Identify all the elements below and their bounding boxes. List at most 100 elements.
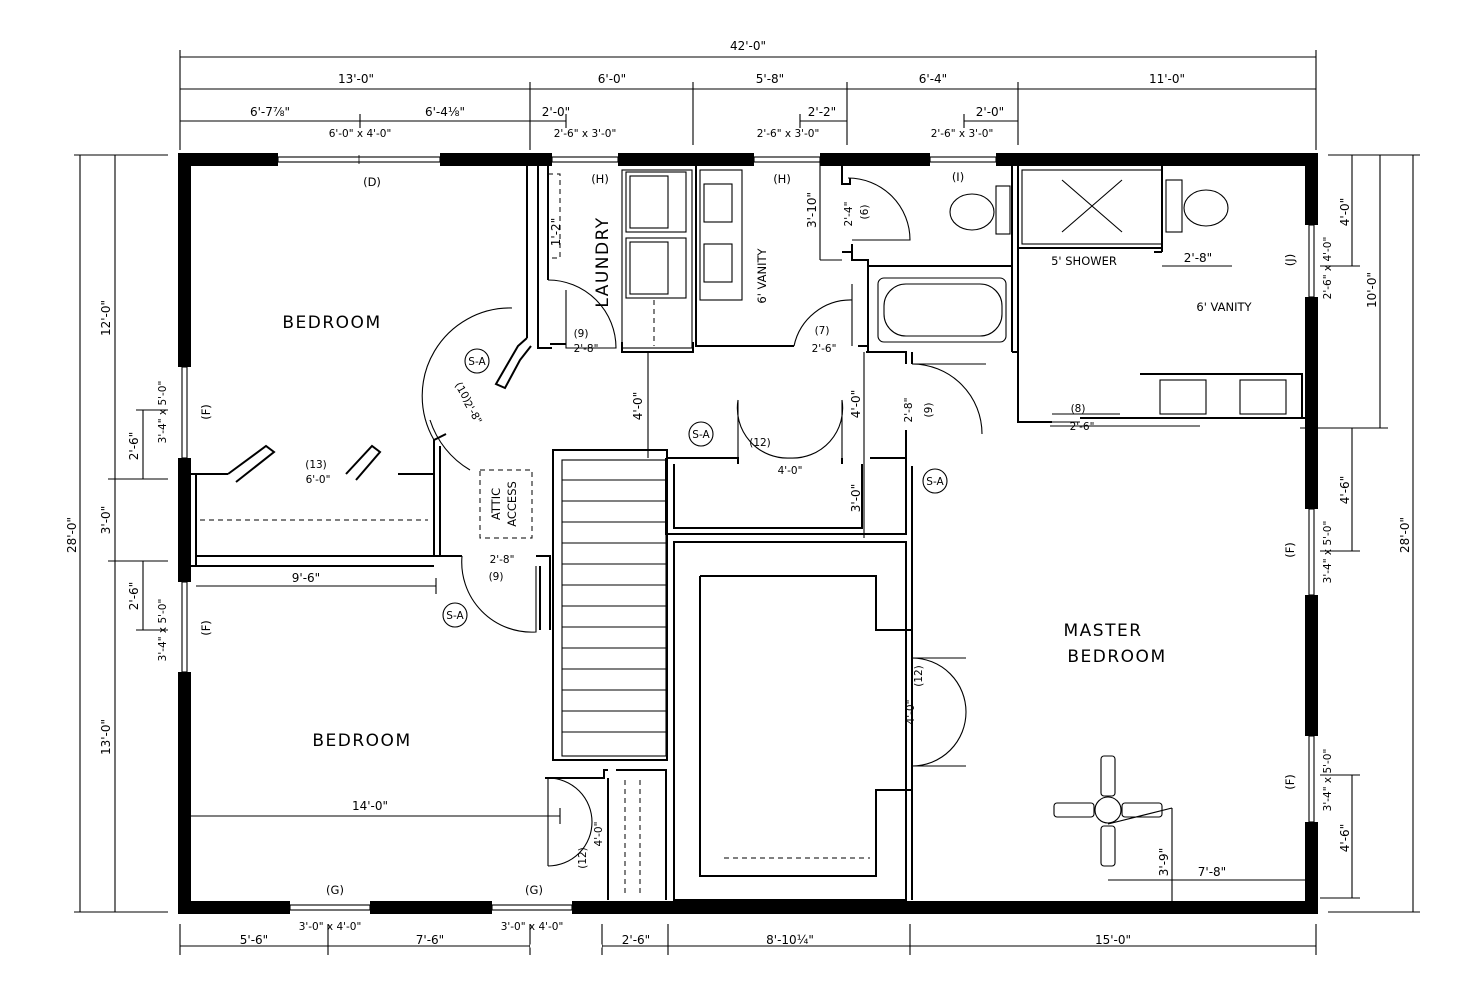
tag-h1: (H) [591, 172, 609, 186]
dim-fan-x: 7'-8" [1198, 865, 1226, 879]
dim-top2-3: 2'-0" [542, 105, 570, 119]
right-dimensions [1300, 154, 1420, 913]
room-laundry: LAUNDRY [593, 216, 613, 307]
dim-top-1: 13'-0" [338, 72, 374, 86]
window-size-right-1: 2'-6" x 4'-0" [1322, 237, 1334, 300]
dim-bottom-5: 15'-0" [1095, 933, 1131, 947]
dim-right-4: 4'-6" [1338, 824, 1352, 852]
tag-d: (D) [363, 175, 381, 189]
dim-double-door: 4'-0" [778, 465, 803, 477]
room-bedroom-top: BEDROOM [282, 313, 381, 333]
room-bedroom-bottom: BEDROOM [312, 731, 411, 751]
dim-bath-hall: 4'-0" [849, 390, 863, 418]
tag-g1: (G) [326, 883, 344, 897]
label-vanity-hall: 6' VANITY [755, 247, 769, 303]
door-7-tag: (7) [815, 325, 830, 337]
tag-f3: (F) [1283, 542, 1297, 558]
left-dimensions [74, 154, 168, 913]
room-master-line2: BEDROOM [1067, 647, 1166, 667]
exterior-walls [178, 153, 1318, 914]
door-8-size: 2'-6" [1070, 421, 1095, 433]
door-6-size: 2'-4" [843, 202, 855, 227]
door-12-hall-tag: (12) [749, 437, 771, 449]
door-8-tag: (8) [1071, 403, 1086, 415]
interior-walls [191, 166, 1305, 901]
door-9-attic-tag: (9) [489, 571, 504, 583]
door-13-size: 6'-0" [306, 474, 331, 486]
tag-i: (I) [952, 170, 964, 184]
door-9-laundry-size: 2'-8" [574, 343, 599, 355]
dim-top-2: 6'-0" [598, 72, 626, 86]
room-attic-line1: ATTIC [489, 488, 503, 520]
dim-left-1: 12'-0" [99, 300, 113, 336]
dim-left-3: 13'-0" [99, 719, 113, 755]
bottom-dimensions [179, 924, 1317, 955]
dim-bottom-3: 2'-6" [622, 933, 650, 947]
label-shower: 5' SHOWER [1051, 254, 1117, 268]
smoke-alarm-icon [442, 348, 948, 628]
dim-fan-y: 3'-9" [1157, 848, 1171, 876]
door-12-stair-tag: (12) [577, 847, 589, 869]
room-attic-line2: ACCESS [505, 481, 519, 527]
dim-top2-2: 6'-4⅛" [425, 105, 465, 119]
dim-right-outer: 28'-0" [1398, 517, 1412, 553]
tag-f1: (F) [199, 404, 213, 420]
dim-hall-depth: 4'-0" [631, 392, 645, 420]
dim-bottom-1: 5'-6" [240, 933, 268, 947]
tag-j: (J) [1283, 254, 1297, 266]
dim-bottom-4: 8'-10¼" [766, 933, 814, 947]
tag-h2: (H) [773, 172, 791, 186]
door-9-laundry-tag: (9) [574, 328, 589, 340]
dim-bottom-2: 7'-6" [416, 933, 444, 947]
ceiling-fan-icon [1053, 755, 1173, 867]
door-10-size: 2'-8" [461, 399, 484, 427]
dim-left-2: 3'-0" [99, 506, 113, 534]
window-size-top-4: 2'-6" x 3'-0" [931, 128, 994, 140]
window-size-left-1: 3'-4" x 5'-0" [157, 381, 169, 444]
window-size-top-3: 2'-6" x 3'-0" [757, 128, 820, 140]
door-swings [421, 177, 1120, 867]
label-vanity-master: 6' VANITY [1196, 300, 1252, 314]
smoke-alarm-label-3: S-A [926, 476, 944, 488]
dim-top2-5: 2'-0" [976, 105, 1004, 119]
smoke-alarm-label-1: S-A [468, 356, 486, 368]
dim-right-2: 10'-0" [1365, 272, 1379, 308]
dim-right-1: 4'-0" [1338, 198, 1352, 226]
dim-left-win-1: 2'-6" [127, 432, 141, 460]
top-dimensions [179, 50, 1317, 150]
dim-wic-door: 4'-0" [905, 700, 917, 725]
dim-left-outer: 28'-0" [65, 517, 79, 553]
smoke-alarm-label-2: S-A [692, 429, 710, 441]
room-master-line1: MASTER [1063, 621, 1142, 641]
window-size-left-2: 3'-4" x 5'-0" [157, 599, 169, 662]
tag-g2: (G) [525, 883, 543, 897]
window-size-bottom-1: 3'-0" x 4'-0" [299, 921, 362, 933]
dim-top-3: 5'-8" [756, 72, 784, 86]
smoke-alarm-label-4: S-A [446, 610, 464, 622]
dim-top-5: 11'-0" [1149, 72, 1185, 86]
dim-closet-depth: 3'-0" [849, 484, 863, 512]
door-12-master-tag: (12) [913, 665, 925, 687]
dim-overall-width: 42'-0" [730, 39, 766, 53]
dim-bedroom-width: 14'-0" [352, 799, 388, 813]
door-6-tag: (6) [859, 205, 871, 220]
dim-shower-vanity: 2'-8" [1184, 251, 1212, 265]
dim-top2-1: 6'-7⅞" [250, 105, 290, 119]
door-13-tag: (13) [305, 459, 327, 471]
interior-dimension-lines [182, 160, 1316, 912]
window-size-top-2: 2'-6" x 3'-0" [554, 128, 617, 140]
dim-stair-closet-door: 4'-0" [593, 822, 605, 847]
door-9-bath-tag: (9) [923, 403, 935, 418]
dim-laundry-shelf: 1'-2" [549, 218, 563, 246]
tag-f4: (F) [1283, 774, 1297, 790]
dim-top2-4: 2'-2" [808, 105, 836, 119]
window-size-right-2: 3'-4" x 5'-0" [1322, 521, 1334, 584]
window-size-top-1: 6'-0" x 4'-0" [329, 128, 392, 140]
dim-right-3: 4'-6" [1338, 476, 1352, 504]
dim-left-win-2: 2'-6" [127, 582, 141, 610]
door-7-size: 2'-6" [812, 343, 837, 355]
door-9-bath-size: 2'-8" [903, 398, 915, 423]
tag-f2: (F) [199, 620, 213, 636]
dim-bath-door-height: 3'-10" [805, 192, 819, 228]
